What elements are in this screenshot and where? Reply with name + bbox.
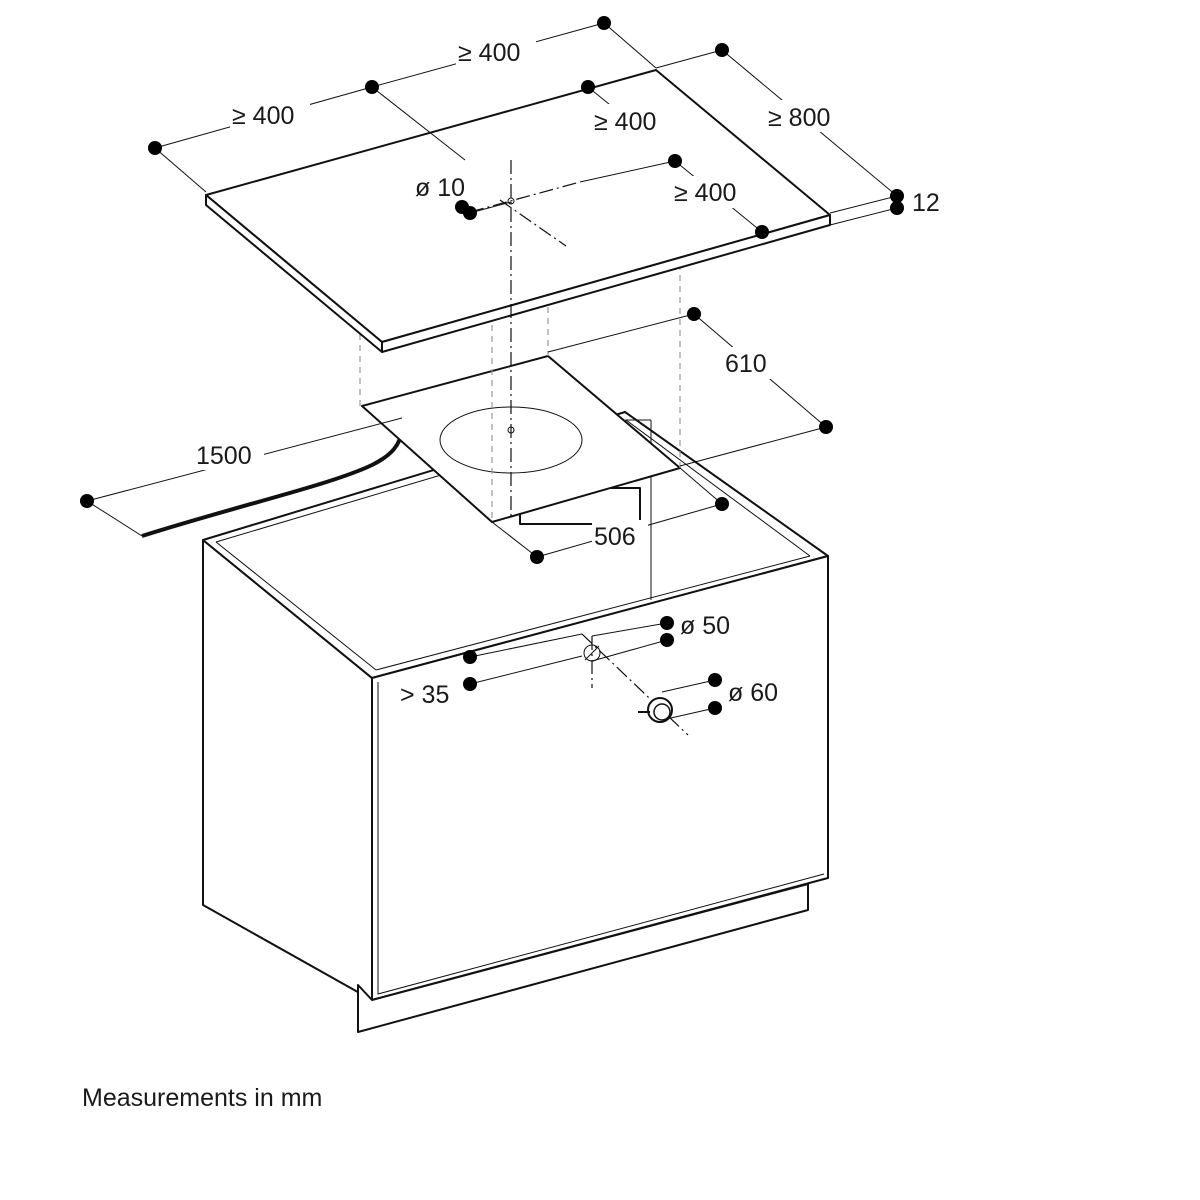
label-cutout-width: 506	[594, 523, 636, 551]
power-cable	[141, 429, 404, 538]
label-inner-right: ≥ 400	[674, 179, 736, 207]
label-inner-back: ≥ 400	[594, 108, 656, 136]
hob-unit	[361, 355, 681, 525]
label-worktop-thickness: 12	[912, 189, 940, 217]
label-hole-diameter: ø 10	[415, 174, 465, 202]
label-top-left: ≥ 400	[232, 102, 294, 130]
label-pipe-diameter-50: ø 50	[680, 612, 730, 640]
label-cutout-depth: 610	[725, 350, 767, 378]
label-cable-length: 1500	[196, 442, 252, 470]
label-front-offset: > 35	[400, 681, 449, 709]
base-cabinet	[202, 411, 829, 1033]
label-worktop-depth: ≥ 800	[768, 104, 830, 132]
measurements-caption: Measurements in mm	[82, 1084, 323, 1112]
label-top-back: ≥ 400	[458, 39, 520, 67]
dimension-dots	[80, 16, 904, 715]
worktop	[205, 69, 831, 353]
label-pipe-diameter-60: ø 60	[728, 679, 778, 707]
